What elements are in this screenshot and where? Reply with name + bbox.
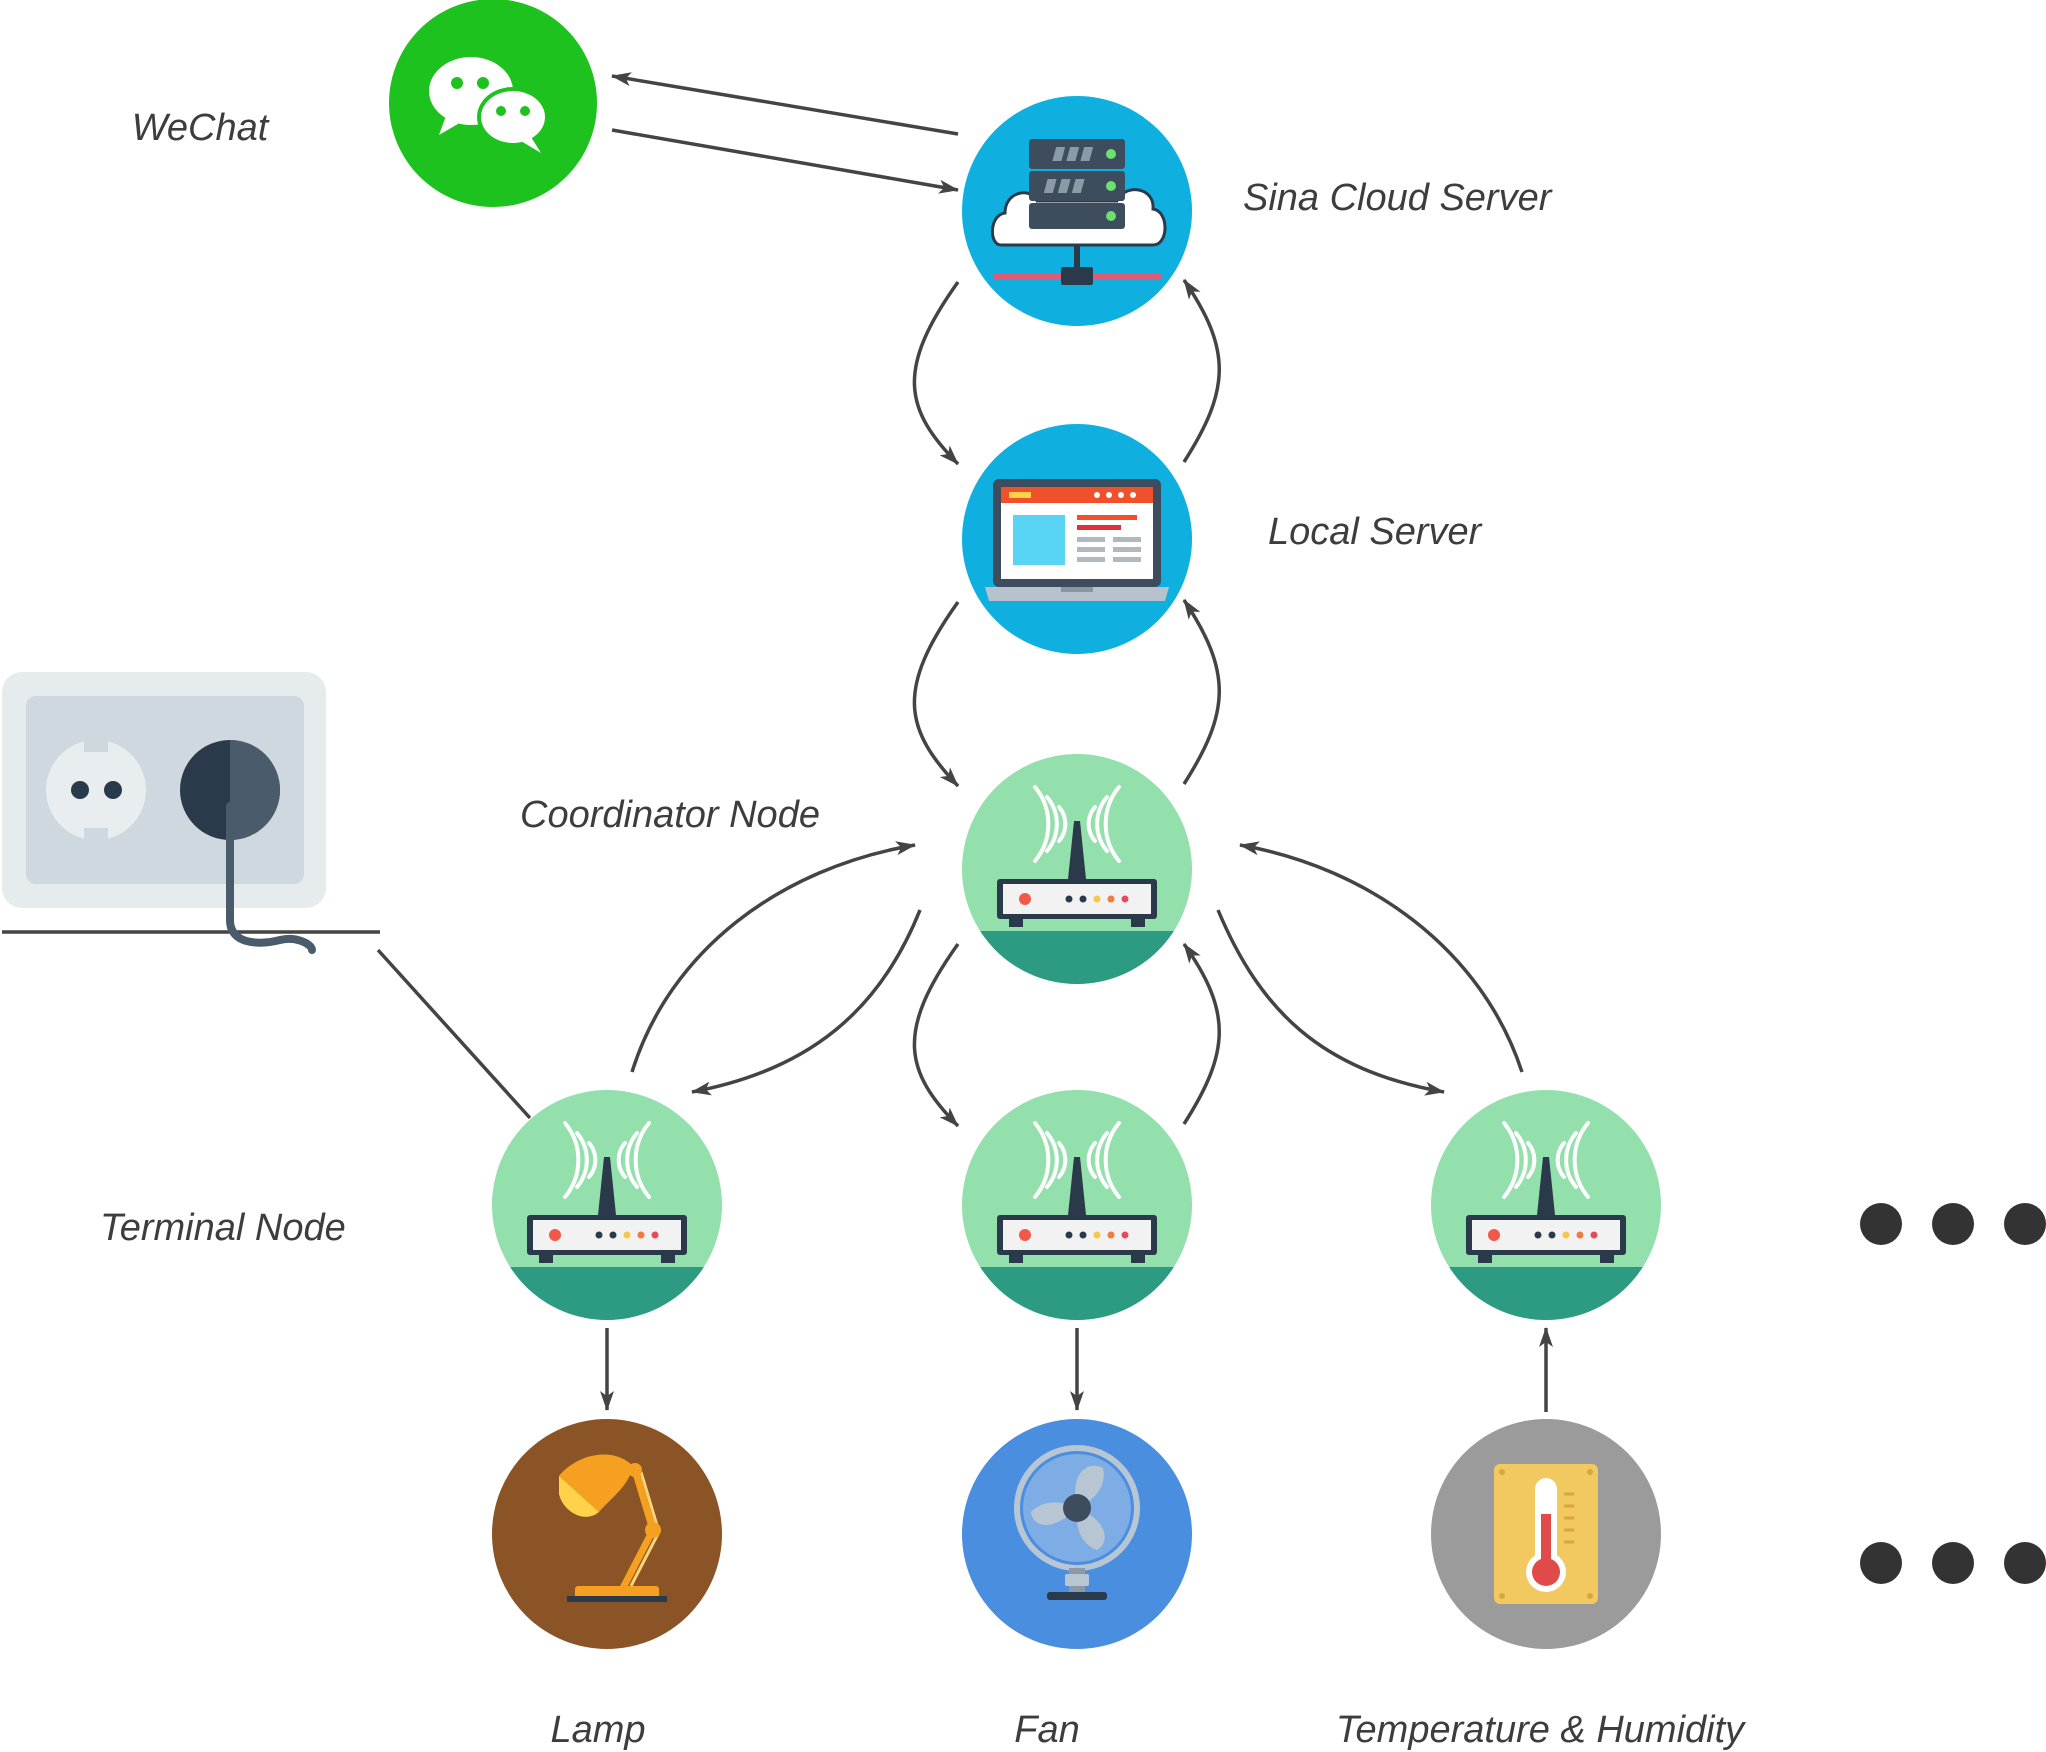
desk-lamp-icon[interactable] xyxy=(492,1419,722,1649)
more-terminals-ellipsis xyxy=(1860,1203,2046,1245)
fan-label: Fan xyxy=(1014,1709,1079,1751)
lamp-label: Lamp xyxy=(550,1709,645,1751)
arrow-terminal2-to-coordinator xyxy=(1182,942,1221,1125)
cloud-server-icon[interactable] xyxy=(962,96,1192,326)
arrow-cloud-to-local xyxy=(912,280,960,466)
arrow-terminal1-to-coordinator xyxy=(630,841,916,1073)
arrow-coordinator-to-terminal3 xyxy=(1216,909,1445,1096)
coordinator-router-icon[interactable] xyxy=(962,754,1192,991)
arrow-coordinator-to-terminal2 xyxy=(912,942,960,1128)
arrow-cloud-to-wechat xyxy=(611,72,959,136)
power-socket-icon xyxy=(2,672,326,954)
local-server-label: Local Server xyxy=(1268,511,1483,553)
terminal-router-icon-2[interactable] xyxy=(962,1090,1192,1327)
coordinator-label: Coordinator Node xyxy=(520,794,820,836)
power-cable-line xyxy=(376,948,532,1120)
arrow-local-to-cloud xyxy=(1182,279,1221,463)
arrow-local-to-coordinator xyxy=(912,600,960,788)
arrow-coordinator-to-terminal1 xyxy=(691,909,922,1096)
arrow-terminal3-to-coordinator xyxy=(1239,841,1524,1073)
wechat-label: WeChat xyxy=(132,107,270,149)
arrow-coordinator-to-local xyxy=(1182,599,1221,785)
connectors xyxy=(2,72,1553,1412)
terminal-router-icon-1[interactable] xyxy=(492,1090,722,1327)
arrow-wechat-to-cloud xyxy=(611,128,959,194)
fan-icon[interactable] xyxy=(962,1419,1192,1649)
terminal-router-icon-3[interactable] xyxy=(1431,1090,1661,1327)
wechat-icon[interactable] xyxy=(389,0,597,207)
sensor-label: Temperature & Humidity xyxy=(1336,1709,1746,1751)
cloud-server-label: Sina Cloud Server xyxy=(1243,177,1553,219)
laptop-icon[interactable] xyxy=(962,424,1192,654)
terminal-label: Terminal Node xyxy=(100,1207,346,1249)
more-devices-ellipsis xyxy=(1860,1542,2046,1584)
thermometer-icon[interactable] xyxy=(1431,1419,1661,1649)
